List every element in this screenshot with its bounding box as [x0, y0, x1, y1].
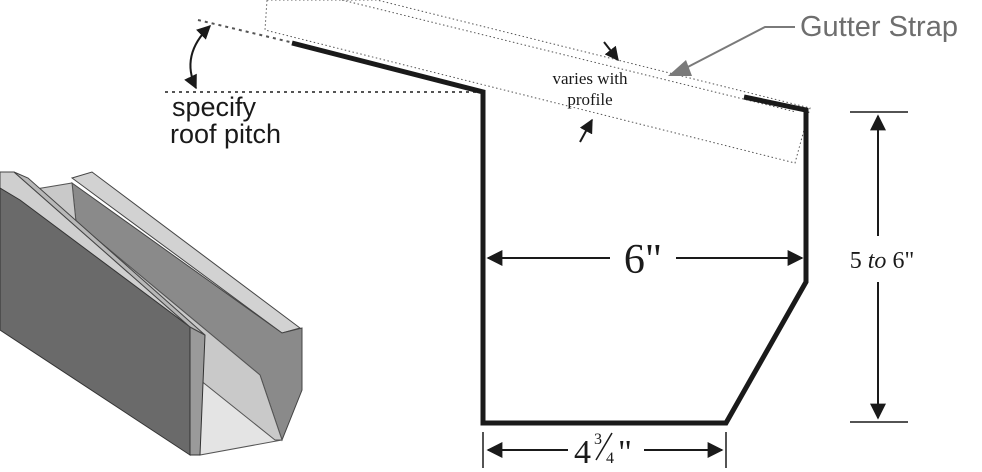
height-dimension: 5 to 6" [850, 111, 914, 423]
fraction-slash [595, 432, 613, 461]
gutter-profile [291, 40, 809, 426]
gutter-strap-label: Gutter Strap [800, 11, 958, 43]
varies-with-profile-note: varies with profile [552, 41, 628, 143]
specify-label: specify [172, 92, 257, 122]
roof-slope-dotted-line [197, 19, 291, 43]
varies-arrow-top [603, 41, 619, 62]
height-label: 5 to 6" [850, 248, 914, 274]
varies-arrow-bottom [579, 118, 593, 143]
roof-pitch-indicator: specify roof pitch [165, 19, 480, 149]
gutter-3d-illustration [0, 171, 303, 456]
pitch-angle-arrow [184, 25, 212, 90]
varies-line2: profile [567, 90, 612, 109]
width-bottom-whole: 4 [574, 434, 591, 471]
width-bottom-frac-den: 4 [606, 450, 614, 467]
varies-line1: varies with [552, 69, 628, 88]
gutter-strap-outline [264, 0, 811, 164]
width-bottom-unit: " [618, 434, 632, 471]
width-dimension-top: 6" [486, 237, 804, 283]
width-bottom-frac-num: 3 [594, 431, 602, 448]
roof-pitch-label: roof pitch [170, 119, 281, 149]
callout-arrowhead [668, 60, 692, 76]
width-dimension-bottom: 4 3 4 " [482, 431, 727, 471]
gutter-strap-callout: Gutter Strap [668, 11, 958, 76]
width-top-label: 6" [624, 237, 662, 283]
callout-leader-line [681, 26, 795, 71]
